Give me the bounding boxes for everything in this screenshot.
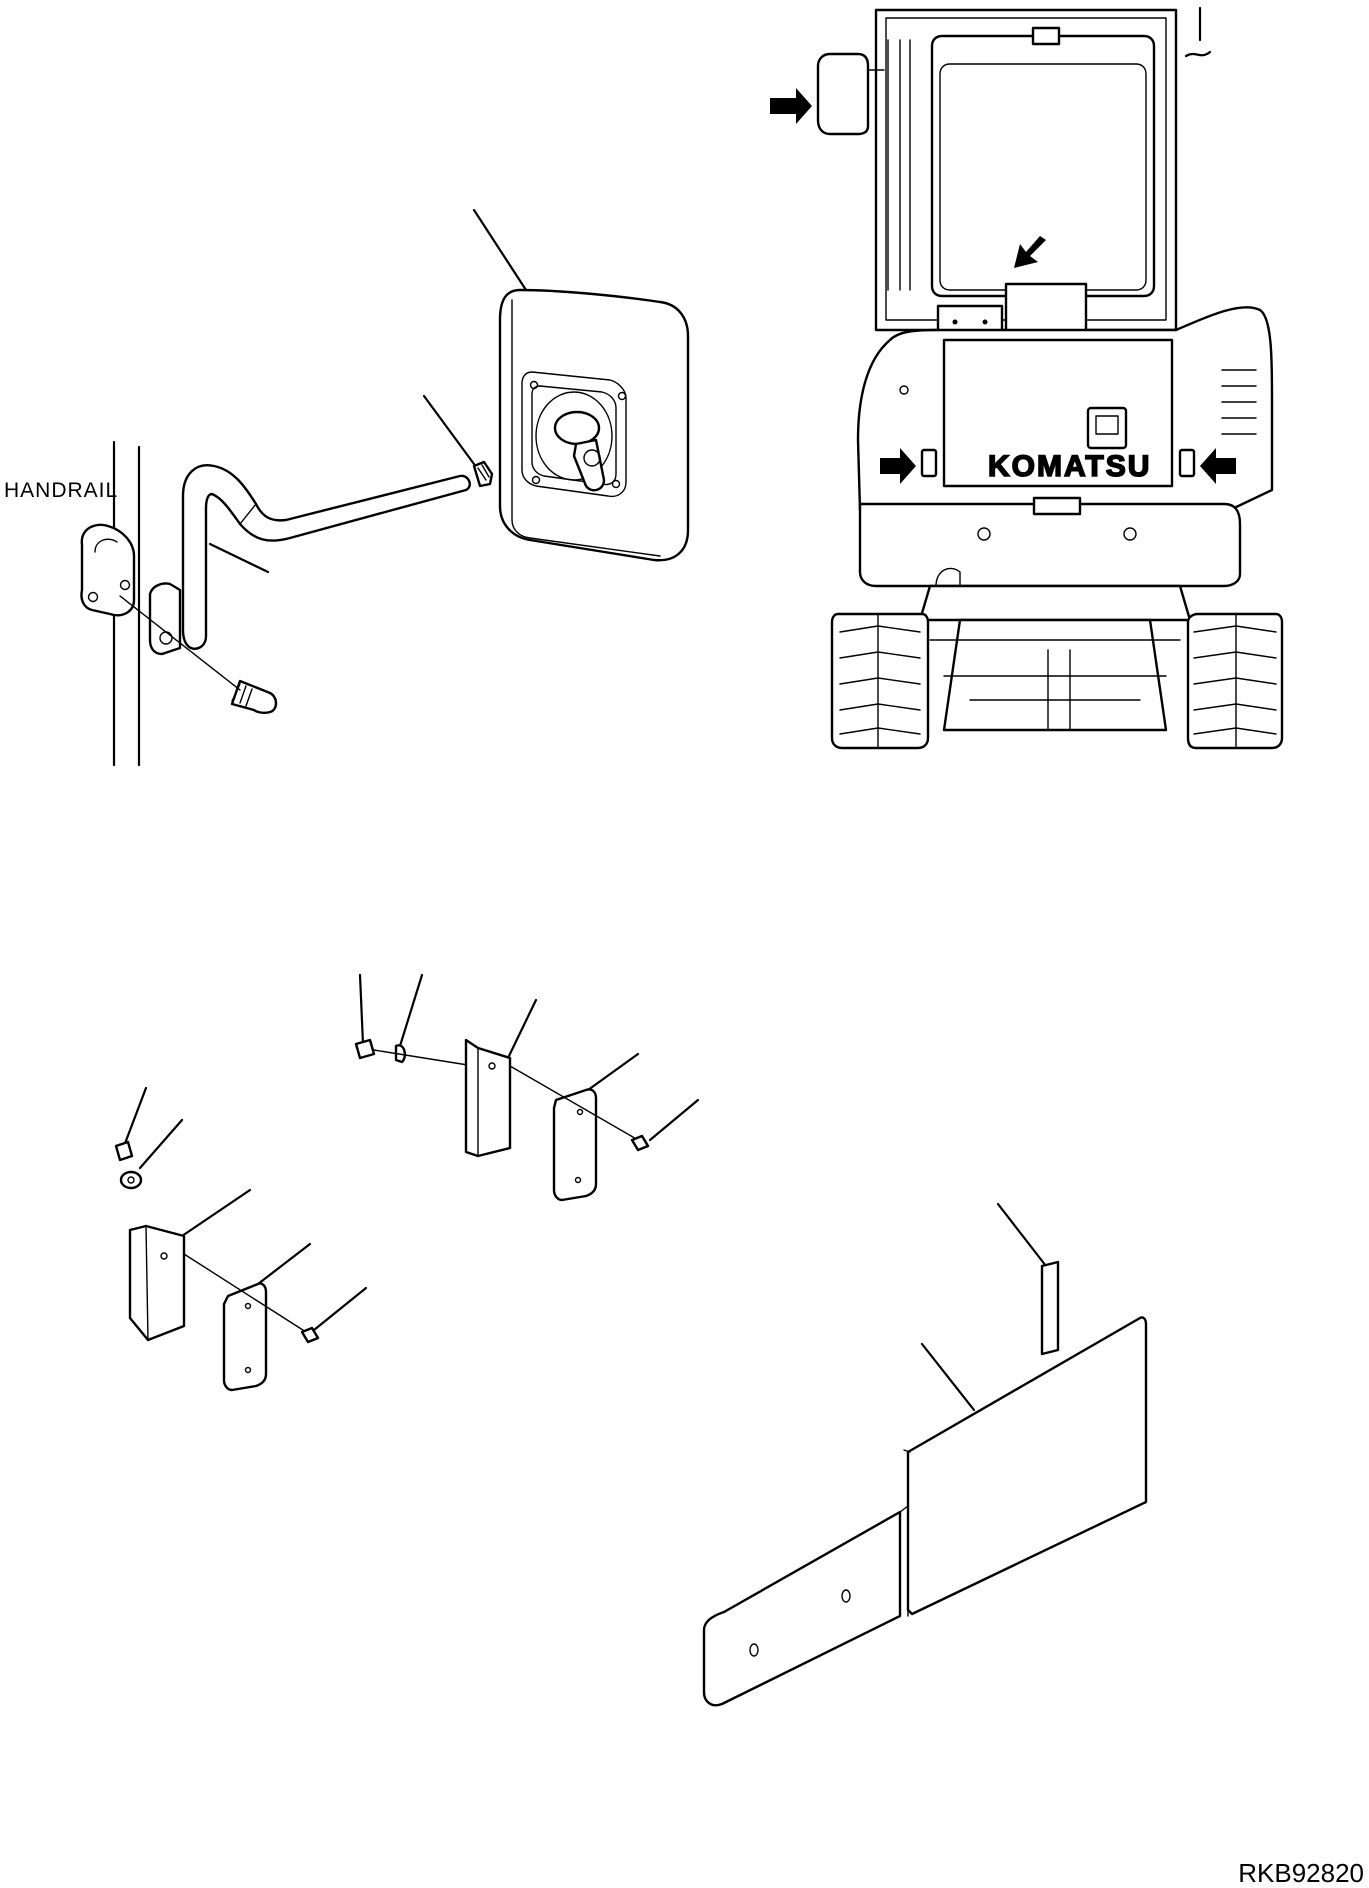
leader-line xyxy=(422,394,476,466)
leader-line xyxy=(180,1188,252,1238)
leader-line xyxy=(648,1098,700,1142)
label-plate-assembly xyxy=(702,1202,1148,1707)
reflector-bracket-upper xyxy=(354,973,700,1202)
reflector-plate xyxy=(552,1088,598,1202)
label-strip xyxy=(1040,1260,1060,1356)
bracket-washer xyxy=(119,1170,143,1190)
leader-line xyxy=(920,1342,976,1412)
arrow-icon xyxy=(1200,448,1236,484)
angle-bracket xyxy=(128,1224,186,1342)
leader-line xyxy=(398,973,424,1048)
label-panel xyxy=(1004,282,1088,336)
leader-line xyxy=(122,1086,148,1148)
leader-line xyxy=(208,542,270,574)
drawing-number: RKB92820 xyxy=(1238,1858,1364,1888)
mirror-stay xyxy=(181,464,471,650)
reflector-right xyxy=(1178,448,1196,478)
side-mirror xyxy=(498,288,690,562)
plate-screw xyxy=(630,1134,650,1152)
counterweight xyxy=(858,502,1242,588)
undercarriage xyxy=(942,618,1168,732)
handrail-label: HANDRAIL xyxy=(4,479,118,502)
leader-line xyxy=(586,1052,640,1092)
arrow-icon xyxy=(880,448,916,484)
track-right xyxy=(1186,612,1284,750)
clamp-part xyxy=(80,523,136,617)
label-plate-bracket xyxy=(702,1510,902,1707)
mirror-assembly: HANDRAIL xyxy=(4,208,690,767)
arrow-icon xyxy=(1014,236,1046,268)
arrow-icon xyxy=(770,88,812,124)
cab-mirror xyxy=(816,52,870,136)
leader-line xyxy=(256,1242,312,1286)
reflector-plate xyxy=(222,1282,268,1392)
leader-line xyxy=(312,1286,368,1332)
hood-latch xyxy=(1086,406,1128,450)
plate-screw xyxy=(300,1326,320,1344)
angle-bracket xyxy=(464,1038,512,1158)
brand-name: KOMATSU xyxy=(988,450,1151,483)
engine-hood xyxy=(942,338,1174,488)
leader-line xyxy=(472,208,528,292)
leader-line xyxy=(996,1202,1048,1268)
cab-latch xyxy=(1031,26,1061,46)
bracket-bolt xyxy=(114,1140,134,1162)
leader-line xyxy=(506,998,538,1060)
reflector-bracket-lower xyxy=(114,1086,368,1392)
rear-window xyxy=(930,34,1156,298)
bracket-bolt xyxy=(354,1038,376,1060)
tow-slot xyxy=(1032,496,1082,516)
mounting-bolt xyxy=(230,679,278,715)
reflector-left xyxy=(920,448,938,478)
label-plate xyxy=(906,1316,1148,1616)
excavator-rear-view: KOMATSU xyxy=(770,6,1284,750)
leader-line xyxy=(138,1118,184,1170)
leader-line xyxy=(358,973,365,1046)
track-left xyxy=(830,612,930,750)
undercarriage-frame xyxy=(918,584,1192,622)
